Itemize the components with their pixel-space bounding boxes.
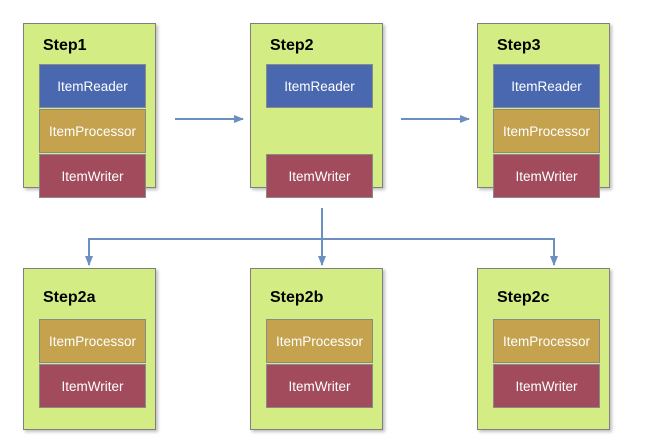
step-title: Step3 (497, 37, 541, 54)
step-box-step2: Step2 ItemReader ItemWriter (250, 23, 383, 198)
step-title: Step2a (43, 289, 96, 306)
item-writer-block: ItemWriter (39, 154, 146, 198)
step-box-step2c: Step2c ItemProcessor ItemWriter (477, 268, 610, 430)
step-box-step2a: Step2a ItemProcessor ItemWriter (23, 268, 156, 430)
item-processor-block: ItemProcessor (39, 109, 146, 153)
item-processor-block: ItemProcessor (266, 319, 373, 363)
step-title: Step2b (270, 289, 324, 306)
item-processor-block: ItemProcessor (493, 319, 600, 363)
item-writer-block: ItemWriter (39, 364, 146, 408)
step-box-step2b: Step2b ItemProcessor ItemWriter (250, 268, 383, 430)
item-reader-block: ItemReader (266, 64, 373, 108)
item-processor-block: ItemProcessor (493, 109, 600, 153)
item-processor-block: ItemProcessor (39, 319, 146, 363)
item-reader-block: ItemReader (39, 64, 146, 108)
item-reader-block: ItemReader (493, 64, 600, 108)
item-writer-block: ItemWriter (266, 364, 373, 408)
step-title: Step2c (497, 289, 550, 306)
step-title: Step2 (270, 37, 314, 54)
step-title: Step1 (43, 37, 87, 54)
item-writer-block: ItemWriter (493, 154, 600, 198)
item-writer-block: ItemWriter (493, 364, 600, 408)
step-box-step1: Step1 ItemReader ItemProcessor ItemWrite… (23, 23, 156, 198)
item-writer-block: ItemWriter (266, 154, 373, 198)
step-box-step3: Step3 ItemReader ItemProcessor ItemWrite… (477, 23, 610, 198)
